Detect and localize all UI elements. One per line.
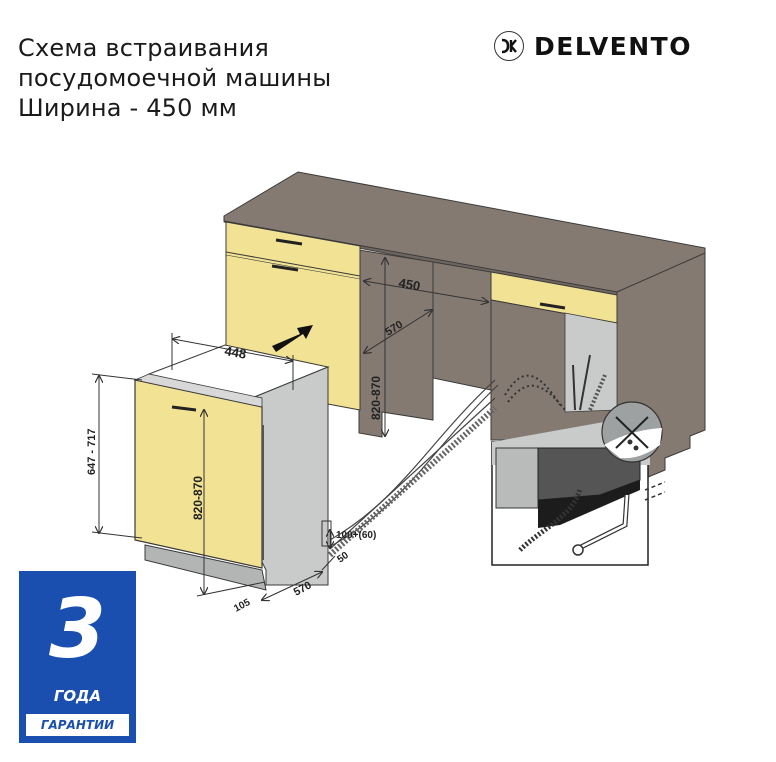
hoses: [328, 354, 607, 558]
warranty-badge: 3 ГОДА ГАРАНТИИ: [19, 571, 136, 743]
door-height-label: 647 - 717: [86, 429, 98, 475]
niche-dimension-lines: [364, 258, 488, 436]
title-line-3: Ширина - 450 мм: [18, 94, 238, 122]
title-line-1: Схема встраивания: [18, 34, 270, 62]
right-cabinet: [490, 271, 618, 441]
door-handle-icon: [171, 405, 197, 412]
drawer-handle-icon: [275, 238, 303, 246]
no-leak-cross-icon: [615, 416, 649, 449]
page-title: Схема встраивания посудомоечной машины Ш…: [18, 33, 331, 123]
warranty-years-number: 3: [48, 582, 107, 677]
appliance-dimension-lines: [91, 333, 336, 600]
warranty-years-label: ГОДА: [53, 687, 102, 705]
brand-name: DELVENTO: [534, 31, 692, 61]
plinth-height-label: 100+(60): [336, 530, 376, 541]
warranty-guarantee-label: ГАРАНТИИ: [26, 714, 129, 736]
warning-magnifier: [601, 401, 663, 463]
drawer-handle-icon: [539, 302, 566, 310]
niche-height-label: 820-870: [369, 376, 383, 420]
connection-detail-inset: [491, 420, 666, 566]
brand-logo: DELVENTO: [494, 31, 692, 61]
title-line-2: посудомоечной машины: [18, 64, 332, 92]
dishwasher: [133, 344, 330, 591]
rear-gap-label: 50: [335, 550, 351, 566]
niche-width-label: 450: [397, 275, 421, 294]
appliance-width-label: 448: [223, 343, 247, 362]
plinth-offset-label: 105: [232, 597, 252, 615]
door-handle-icon: [271, 264, 299, 272]
appliance-height-label: 820-870: [191, 476, 205, 520]
delvento-logo-icon: [494, 31, 524, 61]
